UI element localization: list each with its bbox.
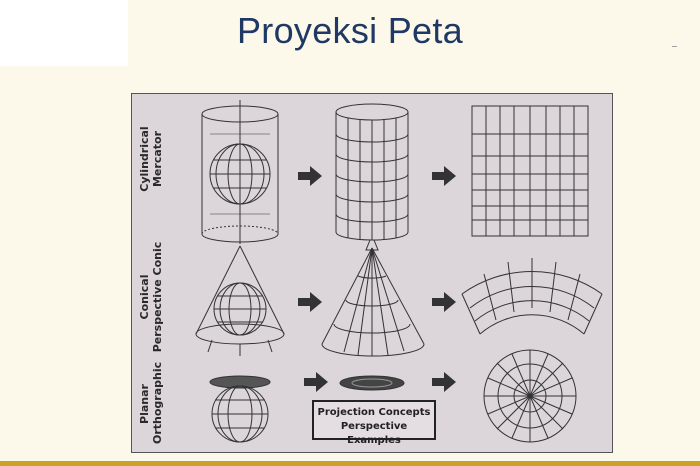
polar-grid-drawing <box>483 349 577 443</box>
row-label-cylindrical: Cylindrical Mercator <box>138 104 164 214</box>
caption-line1: Projection Concepts <box>317 407 431 418</box>
row-label-line1: Planar <box>138 384 151 424</box>
rectangular-grid-drawing <box>471 105 589 237</box>
cylinder-globe-drawing <box>201 100 279 244</box>
row-label-planar: Planar Orthographic <box>138 361 164 444</box>
cone-grid-drawing <box>321 247 425 357</box>
caption-line2: Perspective Examples <box>340 421 408 446</box>
planar-globe-drawing <box>209 375 271 443</box>
projection-diagram <box>195 100 603 443</box>
cone-globe-drawing <box>195 245 285 356</box>
row-label-line2: Perspective Conic <box>151 241 164 353</box>
planar-disc-drawing <box>339 375 405 391</box>
right-arrow-icon <box>298 166 456 392</box>
row-label-conical: Conical Perspective Conic <box>138 232 164 362</box>
projection-figure: Cylindrical Mercator Conical Perspective… <box>131 93 613 453</box>
row-label-line1: Conical <box>138 274 151 320</box>
row-label-line2: Orthographic <box>151 361 164 444</box>
slide-title: Proyeksi Peta <box>237 10 463 51</box>
decorative-mark <box>672 46 677 47</box>
figure-caption-box: Projection Concepts Perspective Examples <box>312 400 436 446</box>
header-white-area <box>0 0 128 66</box>
accent-bar <box>0 461 700 466</box>
fan-grid-drawing <box>461 258 603 335</box>
cylinder-grid-drawing <box>335 103 409 251</box>
row-label-line1: Cylindrical <box>138 126 151 192</box>
row-label-line2: Mercator <box>151 131 164 188</box>
